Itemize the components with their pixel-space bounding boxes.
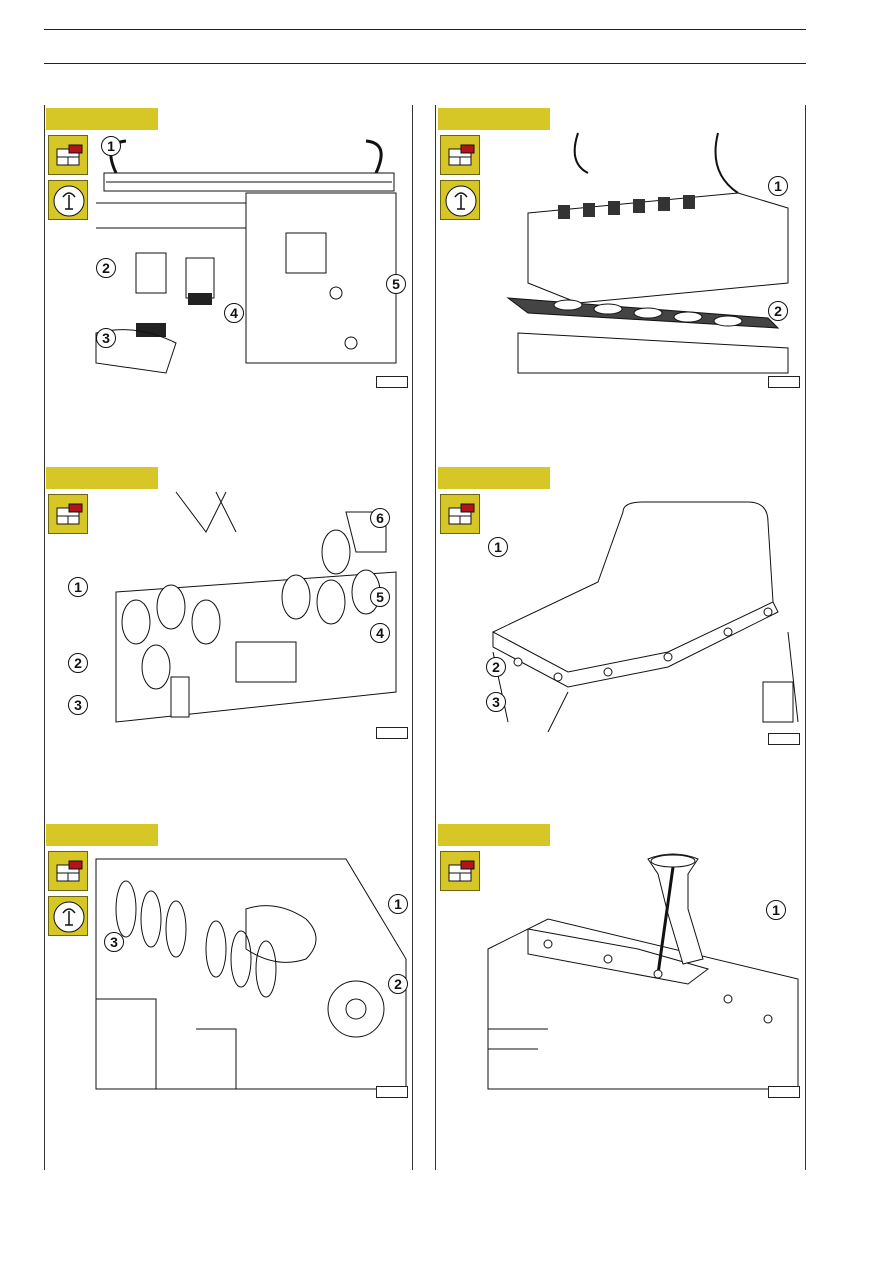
figure-number-box [768, 1086, 800, 1098]
figure-3: 1 2 3 4 5 6 [46, 467, 408, 757]
figure-number-box [376, 1086, 408, 1098]
figure-tab [46, 108, 158, 130]
tool-icon [48, 896, 88, 936]
figure-4: 1 2 3 [438, 467, 800, 757]
figure-tab [438, 824, 550, 846]
callout-4: 4 [370, 623, 390, 643]
disassembly-icon [440, 494, 480, 534]
figure-5: 1 2 3 [46, 824, 408, 1114]
callout-2: 2 [68, 653, 88, 673]
callout-2: 2 [96, 258, 116, 278]
callout-3: 3 [486, 692, 506, 712]
center-divider-left [412, 105, 413, 1170]
callout-1: 1 [68, 577, 88, 597]
figure-2: 1 2 [438, 108, 800, 398]
camshaft-illustration [95, 849, 408, 1090]
cylinder-head-illustration [488, 132, 800, 374]
header-rule-bottom [44, 63, 806, 64]
figure-tab [438, 467, 550, 489]
callout-2: 2 [486, 657, 506, 677]
callout-1: 1 [388, 894, 408, 914]
callout-3: 3 [104, 932, 124, 952]
disassembly-icon [440, 135, 480, 175]
right-margin-line [805, 105, 806, 1170]
engine-illustration [95, 133, 408, 374]
figure-6: 1 [438, 824, 800, 1114]
disassembly-icon [48, 135, 88, 175]
center-divider-right [435, 105, 436, 1170]
figure-number-box [768, 376, 800, 388]
tool-icon [440, 180, 480, 220]
callout-4: 4 [224, 303, 244, 323]
figure-1: 1 2 3 4 5 [46, 108, 408, 398]
figure-number-box [768, 733, 800, 745]
figure-tab [438, 108, 550, 130]
tool-icon [48, 180, 88, 220]
callout-5: 5 [370, 587, 390, 607]
callout-1: 1 [768, 176, 788, 196]
callout-1: 1 [766, 900, 786, 920]
callout-3: 3 [68, 695, 88, 715]
callout-1: 1 [488, 537, 508, 557]
left-margin-line [44, 105, 45, 1170]
figure-number-box [376, 376, 408, 388]
oil-sump-illustration [488, 492, 800, 733]
oil-pump-illustration [487, 849, 800, 1090]
figure-number-box [376, 727, 408, 739]
callout-5: 5 [386, 274, 406, 294]
valve-springs-illustration [96, 491, 408, 732]
disassembly-icon [440, 851, 480, 891]
callout-1: 1 [101, 136, 121, 156]
figure-tab [46, 467, 158, 489]
callout-2: 2 [768, 301, 788, 321]
callout-2: 2 [388, 974, 408, 994]
callout-6: 6 [370, 508, 390, 528]
callout-3: 3 [96, 328, 116, 348]
disassembly-icon [48, 494, 88, 534]
header-rule-top [44, 29, 806, 30]
disassembly-icon [48, 851, 88, 891]
figure-tab [46, 824, 158, 846]
